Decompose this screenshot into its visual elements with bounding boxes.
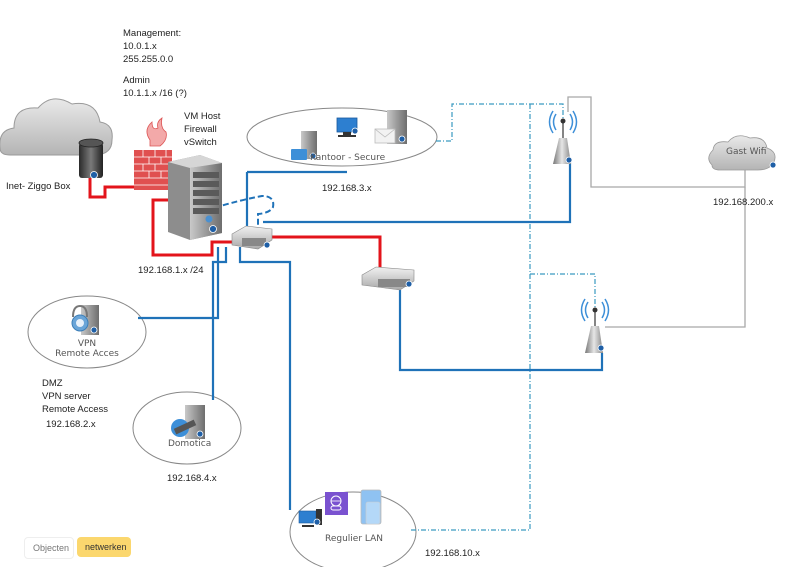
vpn-label-line: VPN <box>77 339 97 349</box>
firewall-icon[interactable] <box>134 117 172 190</box>
guest-subnet-label: 192.168.200.x <box>713 197 774 208</box>
mobile-devices-icon[interactable] <box>360 489 382 525</box>
tab-netwerken[interactable]: netwerken <box>77 537 131 557</box>
vpn-label-line: Remote Acces <box>55 349 119 359</box>
guest-links <box>567 96 746 328</box>
file-server-icon[interactable] <box>291 131 317 160</box>
management-mask: 255.255.0.0 <box>123 54 174 65</box>
secure-group-label: Kantoor - Secure <box>310 153 386 163</box>
wifi-links <box>410 103 596 531</box>
modem-icon[interactable] <box>78 138 104 179</box>
access-point-2-icon[interactable] <box>580 298 610 353</box>
management-note: Management: 10.0.1.x 255.255.0.0 <box>123 27 181 66</box>
vmhost-line: vSwitch <box>184 137 217 148</box>
group-vpn-ellipse[interactable] <box>27 295 147 369</box>
internet-box-label: Inet- Ziggo Box <box>6 181 71 192</box>
group-domotica-ellipse[interactable] <box>132 391 242 465</box>
mail-server-icon[interactable] <box>374 110 407 144</box>
pc-icon[interactable] <box>298 509 322 527</box>
regular-group-label: Regulier LAN <box>325 534 384 544</box>
admin-note: Admin 10.1.1.x /16 (?) <box>123 74 187 100</box>
gaming-icon[interactable] <box>325 492 348 515</box>
guest-group-label: Gast Wifi <box>726 147 767 157</box>
group-secure-ellipse[interactable] <box>246 107 438 167</box>
virtual-links <box>213 194 275 228</box>
dmz-line: Remote Access <box>42 404 108 415</box>
domotica-group-label: Domotica <box>168 439 212 449</box>
management-title: Management: <box>123 28 182 39</box>
secondary-switch-icon[interactable] <box>361 266 415 291</box>
vpn-server-icon[interactable] <box>71 304 99 335</box>
vpn-group-label: VPN Remote Acces <box>52 339 122 359</box>
vmhost-line: VM Host <box>184 111 221 122</box>
group-regular-ellipse[interactable] <box>289 491 417 567</box>
management-ip: 10.0.1.x <box>123 41 157 52</box>
vm-host-server-icon[interactable] <box>168 155 222 240</box>
wan-links <box>88 175 382 268</box>
dmz-line: DMZ <box>42 378 63 389</box>
access-point-1-icon[interactable] <box>548 110 578 164</box>
core-switch-icon[interactable] <box>231 225 273 250</box>
secure-subnet-label: 192.168.3.x <box>322 183 372 194</box>
domotica-subnet-label: 192.168.4.x <box>167 473 217 484</box>
domotica-server-icon[interactable] <box>171 405 205 439</box>
admin-title: Admin <box>123 75 150 86</box>
dmz-line: VPN server <box>42 391 91 402</box>
regular-subnet-label: 192.168.10.x <box>425 548 480 559</box>
admin-ip: 10.1.1.x /16 (?) <box>123 88 187 99</box>
dmz-note: DMZ VPN server Remote Access <box>42 377 108 416</box>
lan-links <box>138 160 604 510</box>
lan-main-subnet-label: 192.168.1.x /24 <box>138 265 204 276</box>
guest-wifi-cloud-icon[interactable] <box>708 135 777 171</box>
vmhost-line: Firewall <box>184 124 217 135</box>
dmz-subnet-label: 192.168.2.x <box>46 419 96 430</box>
tab-objecten[interactable]: Objecten <box>24 537 74 559</box>
workstation-icon[interactable] <box>336 117 359 137</box>
vmhost-note: VM Host Firewall vSwitch <box>184 110 220 149</box>
